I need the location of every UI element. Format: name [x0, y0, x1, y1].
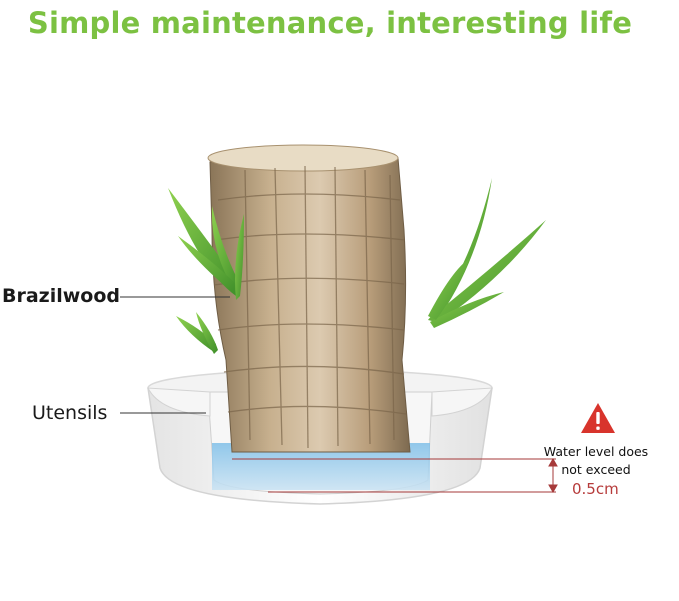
brazilwood-label: Brazilwood [2, 285, 121, 307]
measurement-value: 0.5cm [572, 480, 619, 498]
water-level-note: Water level does not exceed [540, 443, 652, 479]
left-sprout [168, 188, 244, 354]
utensils-label: Utensils [32, 402, 108, 424]
page-title: Simple maintenance, interesting life [27, 6, 633, 40]
water-note-line2: not exceed [561, 462, 631, 477]
water-note-line1: Water level does [543, 444, 649, 459]
brazilwood-trunk [207, 144, 411, 453]
pot-front-rim [147, 387, 211, 417]
right-sprout [428, 178, 546, 328]
height-arrow [548, 457, 558, 494]
warning-triangle-icon [581, 403, 615, 433]
